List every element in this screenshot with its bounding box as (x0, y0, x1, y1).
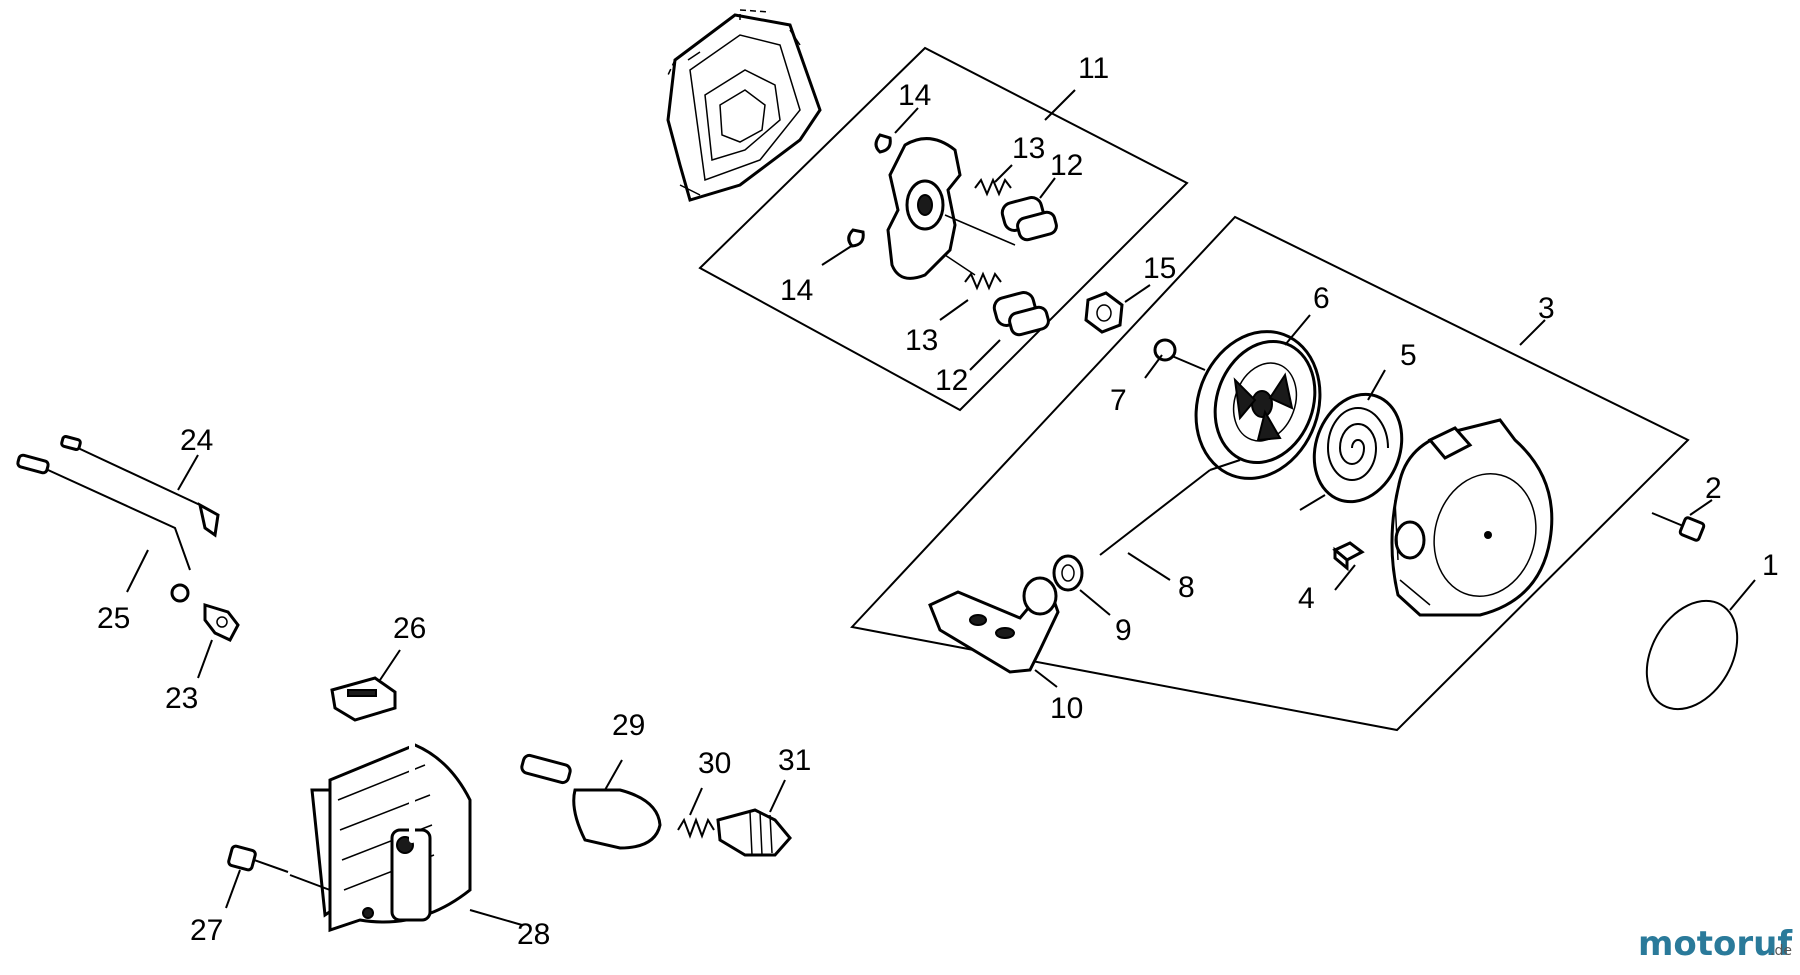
watermark-tld: .de (1770, 943, 1792, 959)
label-24: 24 (180, 424, 213, 457)
spring-lower (964, 271, 1002, 291)
grommet (330, 676, 397, 722)
label-30: 30 (698, 747, 731, 780)
watermark-logo: motoruf .de (1638, 924, 1793, 964)
label-23: 23 (165, 682, 198, 715)
starter-housing (1390, 418, 1554, 617)
label-3: 3 (1538, 292, 1555, 325)
label-15: 15 (1143, 252, 1176, 285)
label-10: 10 (1050, 692, 1083, 725)
cap-spring (677, 817, 715, 839)
label-6: 6 (1313, 282, 1330, 315)
pulley (1194, 330, 1322, 480)
wire-24 (60, 435, 220, 538)
label-29: 29 (612, 709, 645, 742)
circlip-lower (847, 228, 865, 248)
label-26: 26 (393, 612, 426, 645)
recoil-starter-box (850, 215, 1690, 732)
label-28: 28 (517, 918, 550, 951)
label-7: 7 (1110, 384, 1127, 417)
square-nut (1332, 541, 1365, 572)
starter-handle (928, 576, 1060, 674)
starter-rope (1099, 459, 1241, 556)
label-11: 11 (1078, 52, 1109, 85)
leader-lines (126, 107, 1756, 926)
watermark-brand: motoruf (1638, 924, 1793, 964)
label-12-lower: 12 (935, 364, 968, 397)
label-12-upper: 12 (1050, 149, 1083, 182)
label-27: 27 (190, 914, 223, 947)
label-4: 4 (1298, 582, 1315, 615)
spark-plug-cap (572, 788, 662, 850)
rope-guide (1052, 554, 1084, 592)
callout-labels: 1 2 3 4 5 6 7 8 9 10 11 12 12 13 13 14 1… (97, 52, 1779, 951)
spring-upper (974, 177, 1012, 197)
recoil-spring (1299, 392, 1404, 511)
connector-tube (520, 753, 572, 785)
label-8: 8 (1178, 571, 1195, 604)
label-2: 2 (1705, 472, 1722, 505)
spark-terminal (716, 808, 792, 857)
circlip-upper (874, 133, 892, 154)
label-9: 9 (1115, 614, 1132, 647)
label-13-upper: 13 (1012, 132, 1045, 165)
clutch-assembly-box (698, 46, 1189, 412)
label-14-upper: 14 (898, 79, 931, 112)
gasket (1645, 599, 1739, 711)
nut (1084, 291, 1124, 334)
screw-27 (227, 844, 331, 891)
clutch-shoe-lower (992, 291, 1050, 337)
label-25: 25 (97, 602, 130, 635)
label-5: 5 (1400, 339, 1417, 372)
label-31: 31 (778, 744, 811, 777)
bolt (1651, 512, 1706, 542)
wire-25 (16, 453, 191, 603)
engine-block (666, 9, 822, 202)
label-13-lower: 13 (905, 324, 938, 357)
screw-23 (203, 602, 240, 642)
clutch-hub (886, 137, 1016, 280)
label-1: 1 (1762, 549, 1779, 582)
label-14-lower: 14 (780, 274, 813, 307)
ignition-coil (310, 711, 551, 933)
screw (1153, 338, 1206, 371)
clutch-shoe-upper (1000, 196, 1058, 242)
